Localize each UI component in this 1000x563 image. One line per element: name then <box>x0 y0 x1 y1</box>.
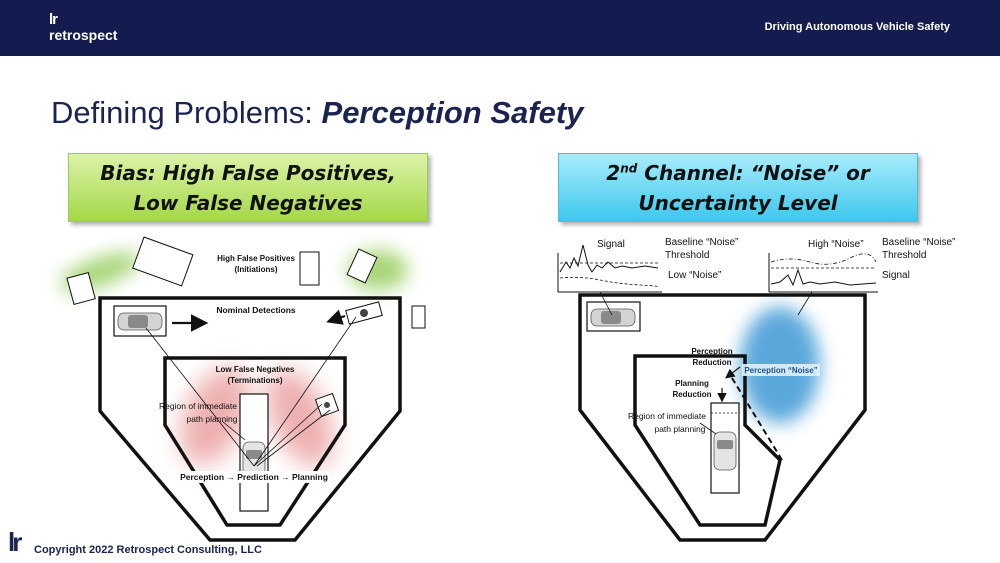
label-perception-noise: Perception “Noise” <box>744 366 817 375</box>
fp-box-3 <box>299 251 320 286</box>
label-region-right-1: Region of immediate <box>628 411 706 421</box>
car-icon-right <box>590 308 636 327</box>
fp-box-1 <box>132 236 194 287</box>
label-region-2: path planning <box>186 414 237 424</box>
graph-high-noise <box>768 253 878 316</box>
graph2-baseline-2: Threshold <box>882 250 926 261</box>
graph1-signal-label: Signal <box>597 239 625 250</box>
perception-noise-label-bg <box>742 364 820 376</box>
cyclist-arrow <box>326 309 346 325</box>
perception-reduction-arrow <box>725 366 741 379</box>
fp-box-5 <box>411 305 426 329</box>
ego-car-icon-right <box>713 431 737 471</box>
label-region-1: Region of immediate <box>159 401 237 411</box>
label-high-fp: High False Positives <box>217 254 295 263</box>
red-glow-right <box>266 369 334 467</box>
pipeline-label-bg <box>180 471 330 483</box>
graph2-pointer <box>797 291 813 316</box>
right-banner-line1-rest: Channel: “Noise” or <box>637 160 870 185</box>
sight-line-3 <box>253 403 323 467</box>
graph1-noise <box>559 276 659 288</box>
left-banner-line2: Low False Negatives <box>133 190 363 215</box>
fp-box-4 <box>346 248 378 284</box>
graph2-noise <box>770 253 877 265</box>
label-nominal: Nominal Detections <box>216 305 296 315</box>
logo-text: retrospect <box>49 27 118 43</box>
header-title: Driving Autonomous Vehicle Safety <box>764 21 950 33</box>
outer-frame <box>98 296 402 542</box>
label-perception-reduction-2: Reduction <box>692 358 731 367</box>
threshold-dash <box>731 377 783 461</box>
right-banner-sup: nd <box>620 160 638 175</box>
left-banner: Bias: High False Positives, Low False Ne… <box>68 153 428 222</box>
left-diagram: High False Positives (Initiations) Nomin… <box>60 236 426 542</box>
header-bar: lr retrospect Driving Autonomous Vehicle… <box>0 0 1000 56</box>
right-banner: 2nd Channel: “Noise” or Uncertainty Leve… <box>558 153 918 222</box>
outer-frame-right <box>578 293 867 542</box>
region-pointer-right <box>699 422 717 435</box>
threshold-rect <box>710 402 740 414</box>
pedestrian-icon <box>324 402 330 408</box>
label-planning-reduction-2: Reduction <box>672 390 711 399</box>
footer-logo: lr <box>8 527 22 557</box>
inner-frame <box>163 356 347 527</box>
copyright-text: Copyright 2022 Retrospect Consulting, LL… <box>34 544 262 556</box>
label-perception-reduction-1: Perception <box>691 347 732 356</box>
pipeline-label: Perception → Prediction → Planning <box>180 472 328 482</box>
graph2-signal-label: Signal <box>882 270 910 281</box>
graph2-baseline-1: Baseline “Noise” <box>882 237 955 248</box>
graph1-signal <box>559 244 659 273</box>
label-high-fp-sub: (Initiations) <box>234 265 277 274</box>
sight-line-4 <box>256 409 331 467</box>
label-region-right-2: path planning <box>654 424 705 434</box>
right-diagram: Signal Baseline “Noise” Threshold Low “N… <box>557 237 955 542</box>
page-title-emphasis: Perception Safety <box>321 95 584 130</box>
page-title: Defining Problems: Perception Safety <box>51 95 583 131</box>
graph2-signal <box>770 268 877 287</box>
page-title-plain: Defining Problems: <box>51 95 322 130</box>
graph1-baseline-2: Threshold <box>665 250 709 261</box>
label-low-fn-sub: (Terminations) <box>228 376 283 385</box>
graph2-high-noise-label: High “Noise” <box>808 239 864 250</box>
graph1-pointer <box>599 291 613 316</box>
right-banner-line2: Uncertainty Level <box>638 190 838 215</box>
graph-low-noise <box>557 244 662 316</box>
sight-line-1 <box>145 327 255 467</box>
logo-mark: lr <box>49 11 58 28</box>
green-glow-left <box>60 252 140 292</box>
graph1-baseline-1: Baseline “Noise” <box>665 237 738 248</box>
region-pointer <box>221 420 246 441</box>
right-banner-line1: 2nd Channel: “Noise” or <box>606 158 869 188</box>
label-planning-reduction-1: Planning <box>675 379 709 388</box>
graph1-low-noise-label: Low “Noise” <box>668 270 721 281</box>
fp-box-2 <box>66 271 96 305</box>
sight-line-2 <box>253 316 357 467</box>
car-icon <box>117 312 163 331</box>
label-low-fn: Low False Negatives <box>216 365 295 374</box>
cyclist-icon <box>360 309 368 317</box>
left-banner-line1: Bias: High False Positives, <box>100 160 396 185</box>
right-banner-num: 2 <box>606 160 621 185</box>
